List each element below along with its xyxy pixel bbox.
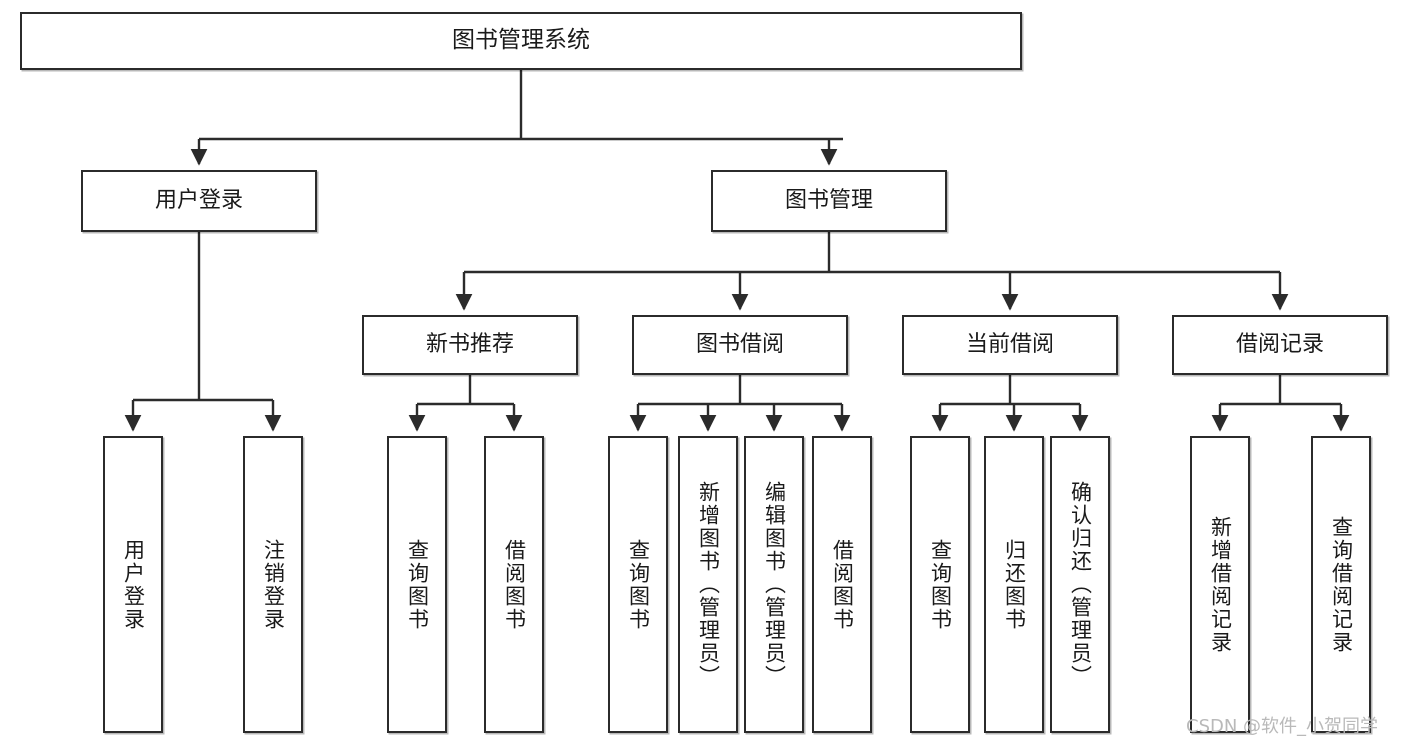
node-user-login[interactable]: 用户登录: [81, 170, 317, 232]
node-borrow-record[interactable]: 借阅记录: [1172, 315, 1388, 375]
node-leaf-add-book-admin[interactable]: 新增图书（管理员）: [678, 436, 738, 733]
node-current-borrow[interactable]: 当前借阅: [902, 315, 1118, 375]
node-leaf-return-book[interactable]: 归还图书: [984, 436, 1044, 733]
node-book-manage[interactable]: 图书管理: [711, 170, 947, 232]
node-leaf-borrow-book-2-label: 借阅图书: [830, 538, 855, 631]
node-user-login-label: 用户登录: [154, 188, 243, 214]
node-leaf-edit-book-admin[interactable]: 编辑图书（管理员）: [744, 436, 804, 733]
node-leaf-borrow-book-1[interactable]: 借阅图书: [484, 436, 544, 733]
node-leaf-query-borrow-record[interactable]: 查询借阅记录: [1311, 436, 1371, 733]
node-leaf-confirm-return-admin-label: 确认归还（管理员）: [1068, 481, 1093, 688]
node-leaf-add-book-admin-label: 新增图书（管理员）: [696, 481, 721, 688]
node-leaf-query-book-1[interactable]: 查询图书: [387, 436, 447, 733]
node-root[interactable]: 图书管理系统: [20, 12, 1022, 70]
node-leaf-return-book-label: 归还图书: [1002, 538, 1027, 631]
node-new-book-rec[interactable]: 新书推荐: [362, 315, 578, 375]
node-root-label: 图书管理系统: [452, 27, 590, 54]
node-leaf-add-borrow-record-label: 新增借阅记录: [1208, 515, 1233, 654]
node-leaf-logout-login[interactable]: 注销登录: [243, 436, 303, 733]
node-leaf-query-borrow-record-label: 查询借阅记录: [1329, 515, 1354, 654]
node-leaf-user-login-label: 用户登录: [121, 538, 146, 631]
node-book-borrow[interactable]: 图书借阅: [632, 315, 848, 375]
watermark-text: CSDN @软件_小贺同学: [1186, 716, 1379, 737]
node-leaf-query-book-3[interactable]: 查询图书: [910, 436, 970, 733]
node-leaf-borrow-book-2[interactable]: 借阅图书: [812, 436, 872, 733]
node-new-book-rec-label: 新书推荐: [425, 332, 514, 358]
node-leaf-edit-book-admin-label: 编辑图书（管理员）: [762, 481, 787, 688]
node-leaf-logout-login-label: 注销登录: [261, 538, 286, 631]
node-leaf-query-book-2[interactable]: 查询图书: [608, 436, 668, 733]
node-leaf-add-borrow-record[interactable]: 新增借阅记录: [1190, 436, 1250, 733]
node-leaf-query-book-2-label: 查询图书: [626, 538, 651, 631]
node-leaf-user-login[interactable]: 用户登录: [103, 436, 163, 733]
node-current-borrow-label: 当前借阅: [965, 332, 1054, 358]
node-book-manage-label: 图书管理: [784, 188, 873, 214]
node-leaf-confirm-return-admin[interactable]: 确认归还（管理员）: [1050, 436, 1110, 733]
node-book-borrow-label: 图书借阅: [695, 332, 784, 358]
node-leaf-borrow-book-1-label: 借阅图书: [502, 538, 527, 631]
node-leaf-query-book-3-label: 查询图书: [928, 538, 953, 631]
node-leaf-query-book-1-label: 查询图书: [405, 538, 430, 631]
node-borrow-record-label: 借阅记录: [1235, 332, 1324, 358]
